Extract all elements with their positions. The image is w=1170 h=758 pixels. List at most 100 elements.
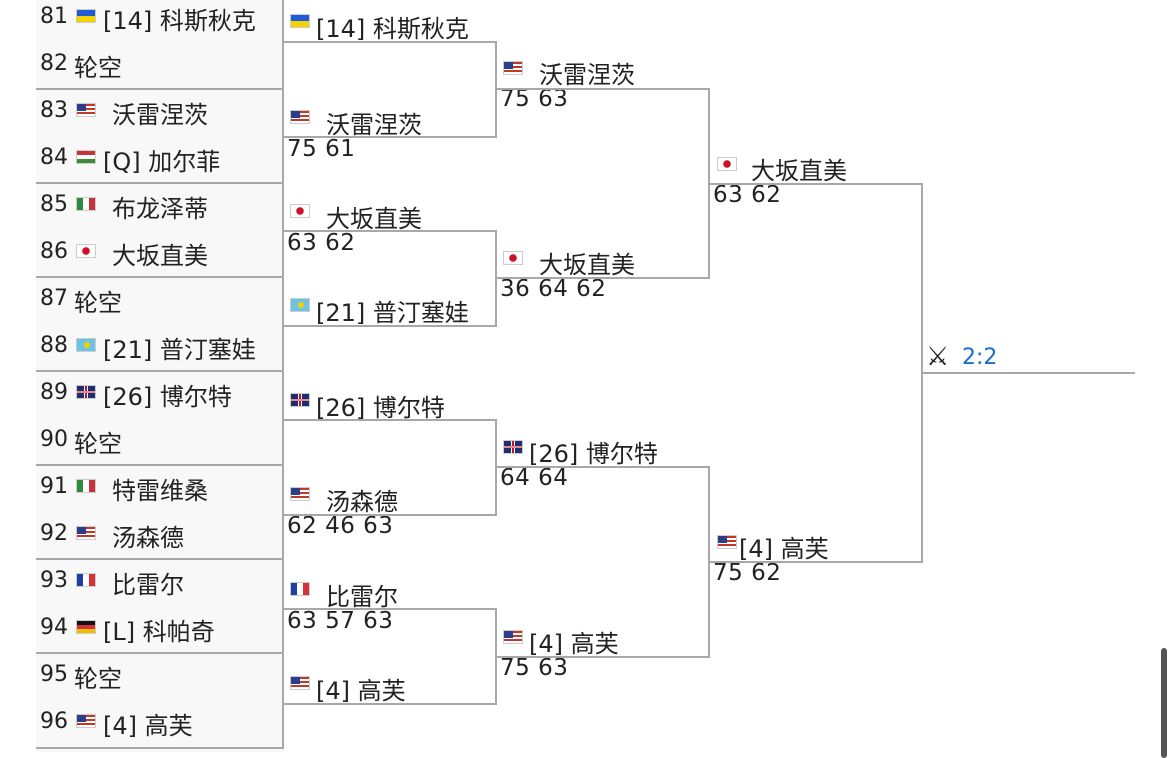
round1-player-row[interactable]: 96 [4] 高芙 xyxy=(36,699,284,746)
round1-player-row[interactable]: 83 沃雷涅茨 xyxy=(36,88,284,135)
flag-kz-icon xyxy=(76,338,96,352)
player-name[interactable]: 汤森德 xyxy=(112,524,184,552)
round4-player-name[interactable]: 大坂直美 xyxy=(751,157,847,185)
round1-player-row[interactable]: 89 [26] 博尔特 xyxy=(36,370,284,417)
player-name[interactable]: [21] 普汀塞娃 xyxy=(103,336,256,364)
draw-position: 89 xyxy=(40,380,68,405)
round2-player-name[interactable]: [4] 高芙 xyxy=(316,677,406,705)
bracket-line xyxy=(495,419,497,516)
round2-player-name[interactable]: [14] 科斯秋克 xyxy=(316,15,469,43)
draw-position: 86 xyxy=(40,239,68,264)
draw-position: 96 xyxy=(40,709,68,734)
player-name[interactable]: 特雷维桑 xyxy=(112,477,208,505)
crossed-swords-icon: ⚔ xyxy=(926,342,950,372)
flag-us-icon xyxy=(76,103,96,117)
player-name[interactable]: [14] 科斯秋克 xyxy=(103,7,256,35)
round3-score: 75 63 xyxy=(500,86,569,112)
draw-position: 84 xyxy=(40,145,68,170)
round2-score: 75 61 xyxy=(287,136,356,162)
bracket-line xyxy=(497,88,710,90)
draw-position: 90 xyxy=(40,427,68,452)
flag-gb-icon xyxy=(290,393,310,407)
bracket-line xyxy=(36,464,284,466)
bracket-line xyxy=(284,703,497,705)
bracket-line xyxy=(36,182,284,184)
round3-player-name[interactable]: [4] 高芙 xyxy=(529,630,619,658)
bracket-line xyxy=(36,652,284,654)
player-name[interactable]: 轮空 xyxy=(74,430,122,458)
bracket-line xyxy=(921,183,923,563)
round1-player-row[interactable]: 94 [L] 科帕奇 xyxy=(36,605,284,652)
round2-player-name[interactable]: [26] 博尔特 xyxy=(316,394,445,422)
bracket-line xyxy=(497,277,710,279)
round2-player-name[interactable]: 汤森德 xyxy=(326,488,398,516)
flag-us-icon xyxy=(290,110,310,124)
bracket-line xyxy=(284,325,497,327)
flag-jp-icon xyxy=(290,204,310,218)
round1-player-row[interactable]: 84 [Q] 加尔菲 xyxy=(36,135,284,182)
round2-player-name[interactable]: 沃雷涅茨 xyxy=(326,111,422,139)
round3-score: 36 64 62 xyxy=(500,276,607,302)
bracket-line xyxy=(36,558,284,560)
flag-it-icon xyxy=(76,197,96,211)
player-name[interactable]: 布龙泽蒂 xyxy=(112,195,208,223)
bracket-line xyxy=(708,88,710,279)
bracket-line xyxy=(923,372,1135,374)
round3-player-name[interactable]: 大坂直美 xyxy=(539,251,635,279)
player-name[interactable]: 比雷尔 xyxy=(112,571,184,599)
flag-cross xyxy=(504,441,522,453)
bracket-line xyxy=(708,466,710,658)
flag-gb-icon xyxy=(76,385,96,399)
head-to-head-link[interactable]: 2:2 xyxy=(962,345,998,370)
player-name[interactable]: 大坂直美 xyxy=(112,242,208,270)
draw-position: 83 xyxy=(40,98,68,123)
bracket-line xyxy=(36,370,284,372)
flag-us-icon xyxy=(503,630,523,644)
flag-sun xyxy=(84,342,90,348)
player-name[interactable]: 轮空 xyxy=(74,289,122,317)
round2-player-name[interactable]: 大坂直美 xyxy=(326,205,422,233)
scrollbar[interactable] xyxy=(1161,648,1167,758)
player-name[interactable]: 沃雷涅茨 xyxy=(112,101,208,129)
player-name[interactable]: [L] 科帕奇 xyxy=(103,618,215,646)
flag-gb-icon xyxy=(503,440,523,454)
player-name[interactable]: [4] 高芙 xyxy=(103,712,193,740)
round3-player-name[interactable]: [26] 博尔特 xyxy=(529,440,658,468)
flag-us-icon xyxy=(76,714,96,728)
bracket-line xyxy=(284,136,497,138)
flag-fr-icon xyxy=(290,582,310,596)
round1-player-row[interactable]: 86 大坂直美 xyxy=(36,229,284,276)
bracket-line xyxy=(36,747,284,749)
player-name[interactable]: 轮空 xyxy=(74,665,122,693)
round2-player-name[interactable]: [21] 普汀塞娃 xyxy=(316,299,469,327)
bracket-line xyxy=(284,514,497,516)
bracket-line xyxy=(282,0,284,749)
player-name[interactable]: 轮空 xyxy=(74,54,122,82)
player-name[interactable]: [Q] 加尔菲 xyxy=(103,148,221,176)
bracket-line xyxy=(284,230,497,232)
round3-score: 64 64 xyxy=(500,465,569,491)
round2-player-name[interactable]: 比雷尔 xyxy=(326,583,398,611)
flag-us-icon xyxy=(290,676,310,690)
round1-player-row[interactable]: 81[14] 科斯秋克 xyxy=(36,0,284,41)
draw-position: 94 xyxy=(40,615,68,640)
bracket-line xyxy=(495,230,497,327)
flag-canton xyxy=(718,536,727,543)
flag-ua-icon xyxy=(76,9,96,23)
flag-canton xyxy=(504,62,513,69)
round2-score: 62 46 63 xyxy=(287,513,394,539)
player-name[interactable]: [26] 博尔特 xyxy=(103,383,232,411)
round1-player-row[interactable]: 88[21] 普汀塞娃 xyxy=(36,323,284,370)
round3-player-name[interactable]: 沃雷涅茨 xyxy=(539,61,635,89)
round4-player-name[interactable]: [4] 高芙 xyxy=(739,535,829,563)
